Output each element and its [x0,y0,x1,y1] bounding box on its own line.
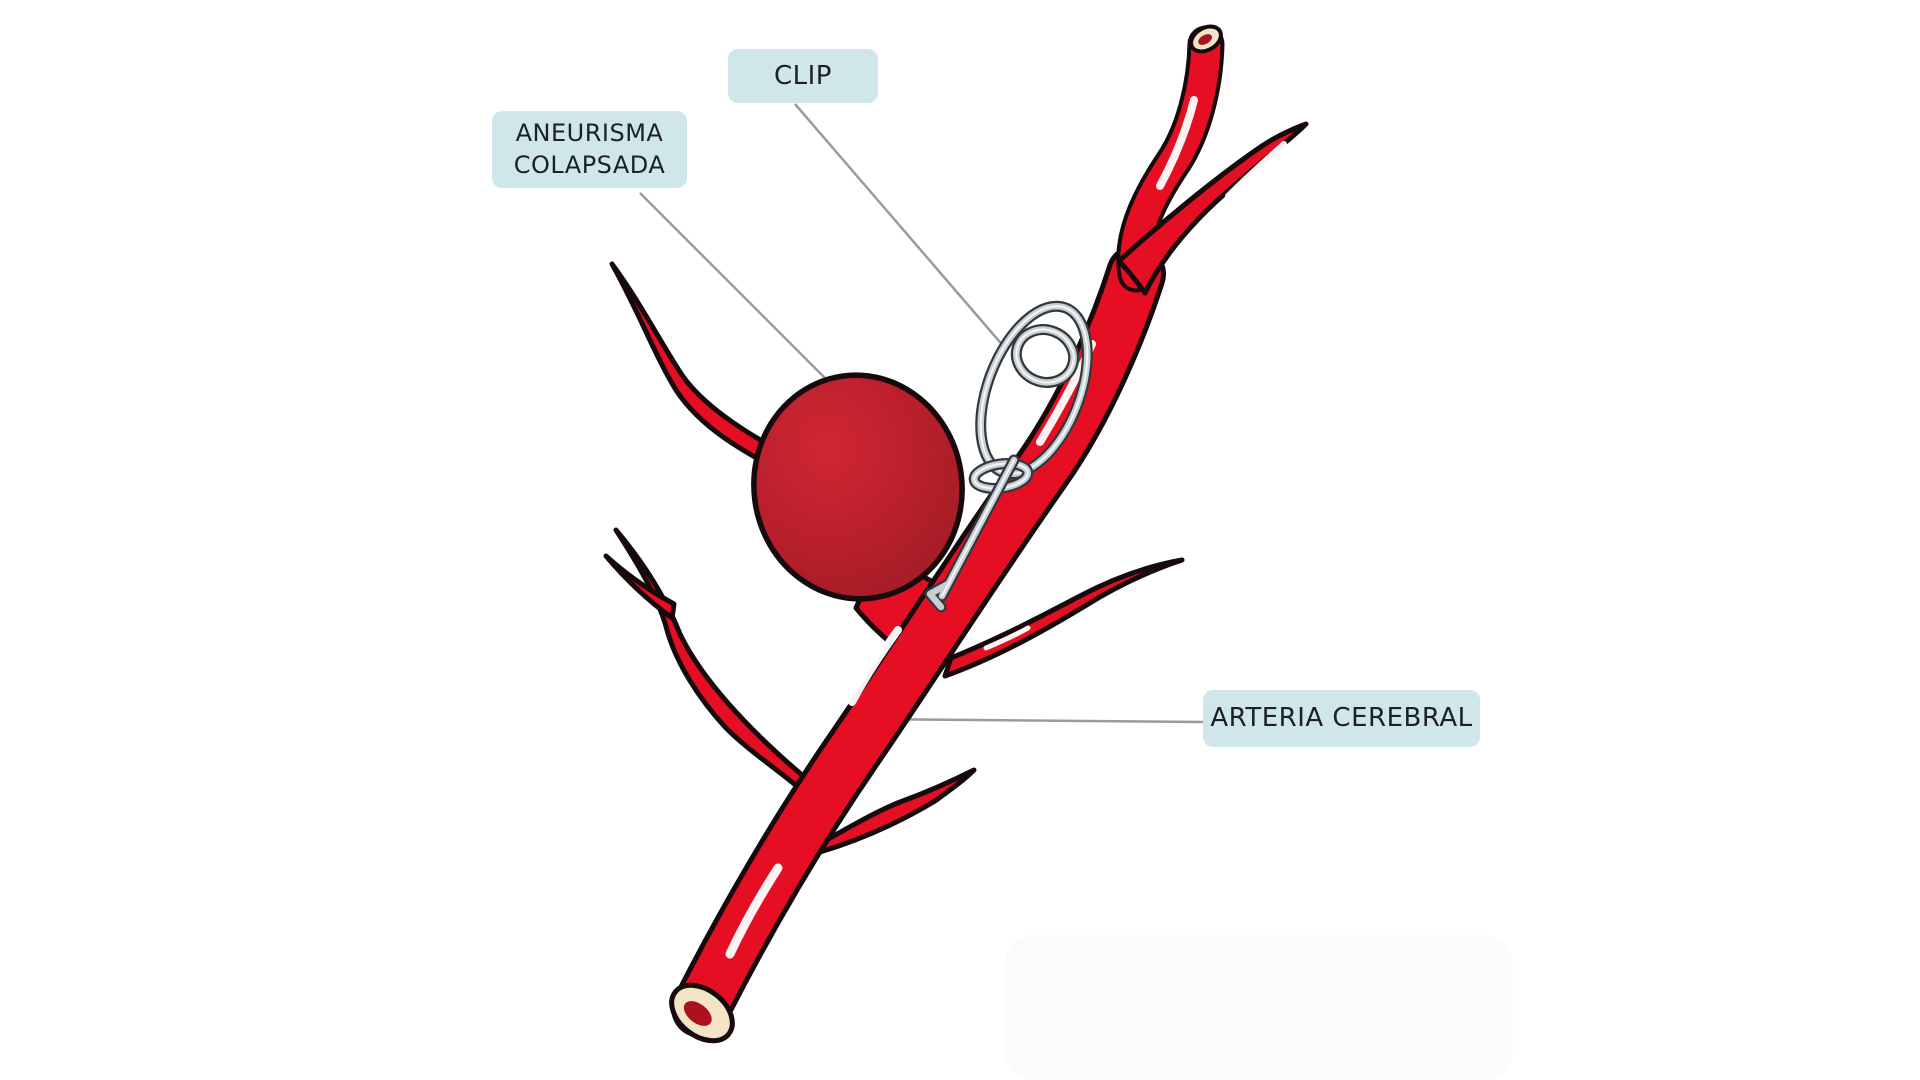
branch-right-middle [942,557,1185,679]
branch-lower-right [813,767,977,855]
aneurysm-label-text: ANEURISMA COLAPSADA [513,118,666,179]
cut-end-top [1189,24,1223,54]
artery-tree [603,24,1309,1044]
artery-label: ARTERIA CEREBRAL [1203,690,1480,747]
branch-mid-left-spur [603,553,677,621]
leader-line-clip [794,103,1006,349]
clip-label-text: CLIP [774,60,832,91]
clip-label: CLIP [728,49,878,103]
gloss-branch-base [983,625,1031,651]
background-smudge [1005,935,1513,1080]
leader-line-aneurysm [639,192,839,392]
gloss-lower-trunk [725,863,783,959]
artery-label-text: ARTERIA CEREBRAL [1210,703,1473,734]
aneurysm-sac [751,372,965,602]
clip-jaw [924,454,1020,613]
cut-end-bottom [669,982,735,1044]
gloss-fork-right [1225,141,1287,199]
surgical-clip [924,300,1093,613]
gloss-fork-left [1156,96,1198,190]
gloss-mid-trunk [848,626,902,706]
branch-mid-left [613,527,818,797]
clip-coil [1010,324,1080,388]
leader-line-artery [865,717,1204,724]
aneurysm-label: ANEURISMA COLAPSADA [492,111,687,188]
